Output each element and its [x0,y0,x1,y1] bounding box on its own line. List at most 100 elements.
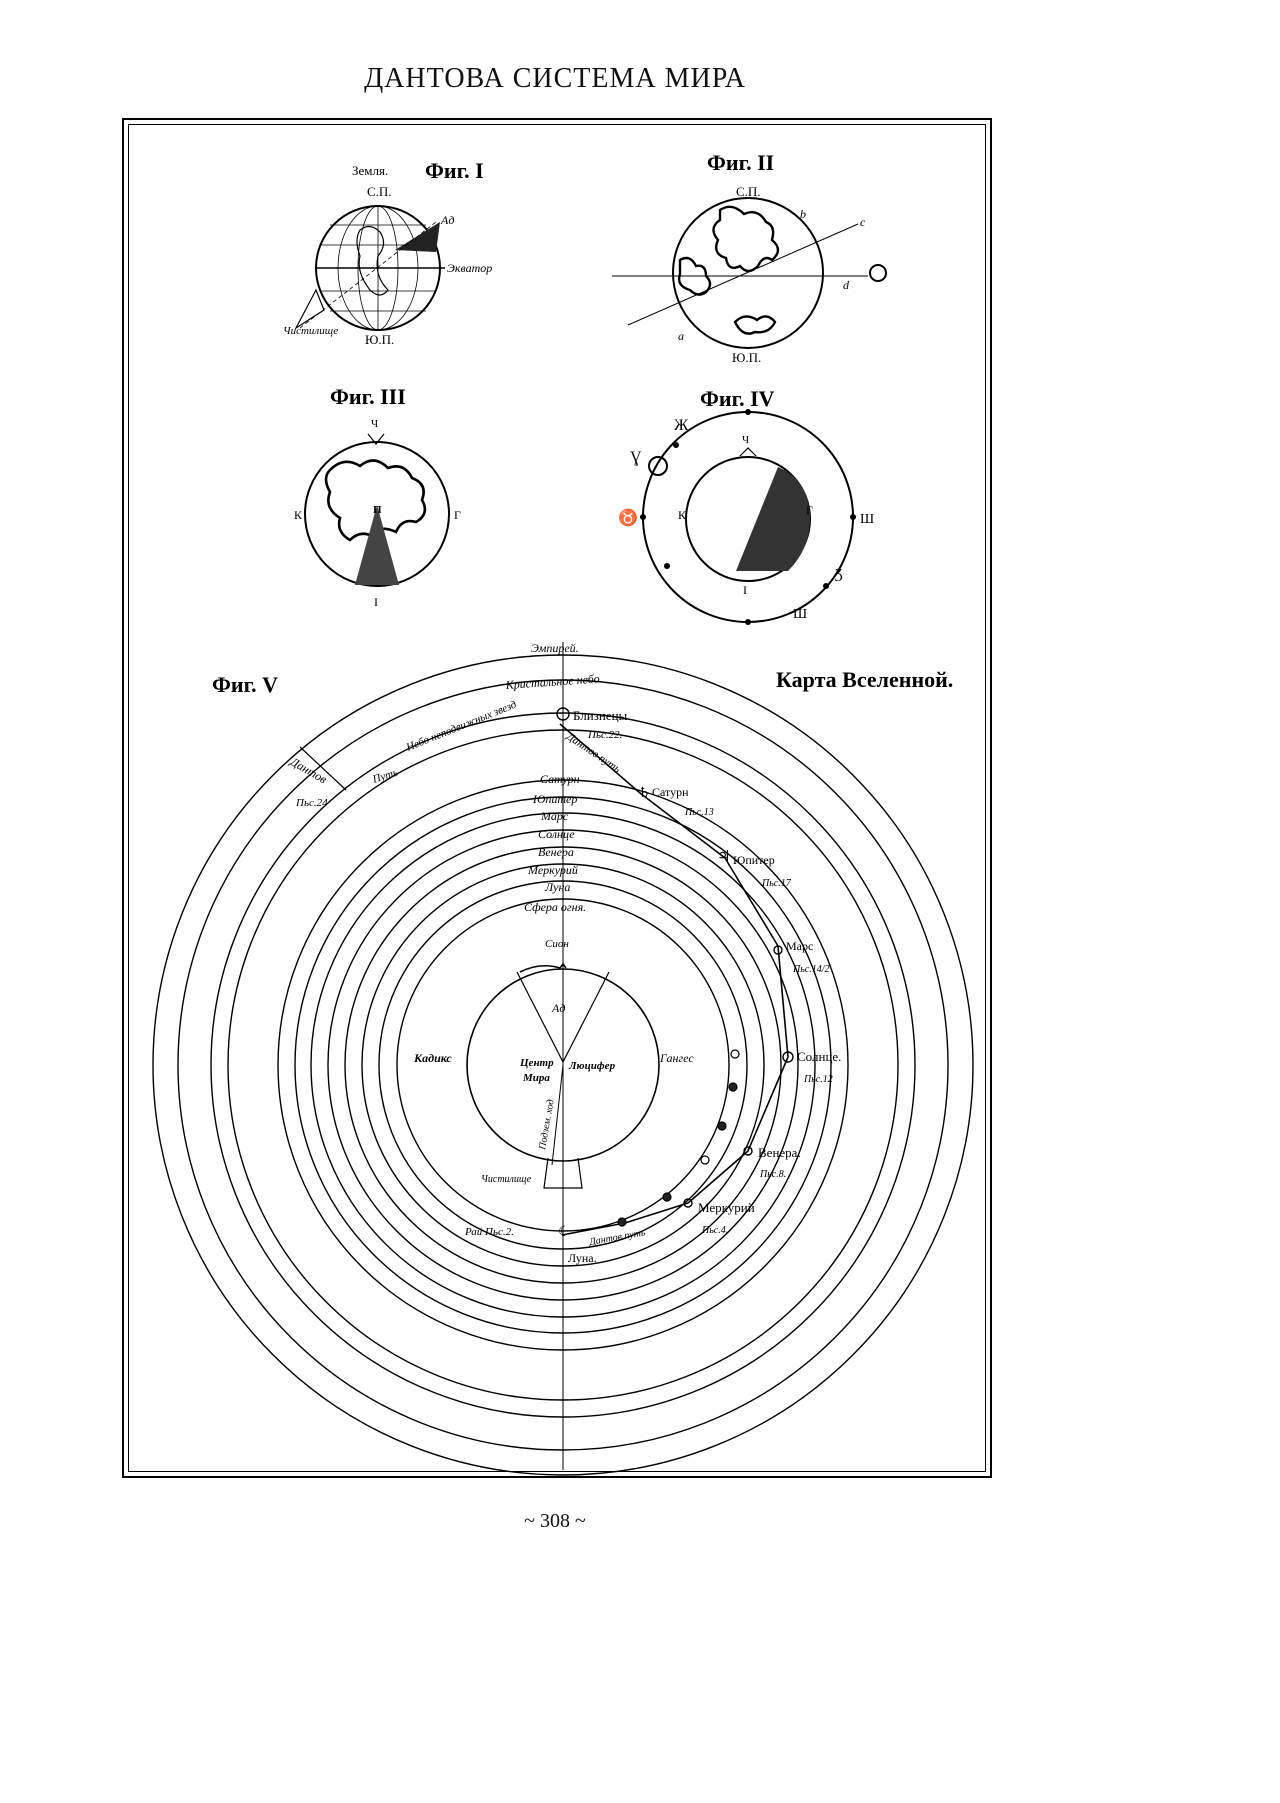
fig3-center-label: П [373,504,382,516]
fig4-zodiac-2: Ɣ [630,449,642,466]
sphere-crystalline [177,679,949,1451]
sphere-empyrean [152,654,974,1476]
fig4-zodiac-3: ♉ [618,508,638,527]
fig4-label: Фиг. IV [700,386,775,411]
fig5-crystal-sky: Кристальное небо. [504,671,603,692]
figure-5-map-of-universe: Фиг. V Карта Вселенной. Дантов Путь Пьс.… [152,641,974,1476]
fig4-zodiac-1: Ж [674,417,689,434]
fig2-point-b: b [800,207,806,221]
sphere-fire [396,898,730,1232]
fig4-zodiac-6: Ш [793,607,807,622]
fig5-center-2: Мира [522,1072,550,1084]
fig5-moon: Луна. [568,1251,597,1265]
dante-path-line [559,723,789,1236]
fig5-map-title: Карта Вселенной. [776,667,953,692]
fig2-south-label: Ю.П. [732,350,761,365]
fig3-bottom-label: I [374,595,378,609]
fig5-mars-ref: Пьс.14/2 [792,964,830,975]
hell-funnel [516,971,610,1064]
fig4-bottom-label: I [743,583,747,597]
fig2-sun-icon [869,264,887,282]
fig5-sphere-venus: Венера [538,845,574,859]
fig5-underground: Подзем. ход [537,1099,557,1152]
fig4-sun-icon [648,456,668,476]
fig5-purgatory: Чистилище [481,1174,532,1185]
fig3-globe [304,441,450,587]
fig1-purgatory-label: Чистилище [283,325,338,337]
earth-globe [466,968,660,1162]
fig1-north-label: С.П. [367,184,392,199]
fig5-sphere-mars: Марс [540,809,569,823]
fig5-jupiter: Юпитер [733,853,775,867]
venus-icon [743,1146,753,1156]
fig3-left-label: К [294,508,303,522]
fig1-equator-label: Экватор [447,261,492,275]
fig2-label: Фиг. II [707,150,774,175]
fig4-top-label: Ч [742,434,749,446]
fig5-mercury-ref: Пьс.4. [701,1225,728,1236]
fig5-sun: Солнце. [797,1049,841,1064]
mars-icon [773,945,783,955]
sphere-saturn [277,779,849,1351]
fig1-hell-label: Ад [440,213,454,227]
fig5-center-1: Центр [519,1057,554,1069]
fig2-north-label: С.П. [736,184,761,199]
fig3-label: Фиг. III [330,384,406,409]
fig5-paradise-ref: Рай Пьс.2. [464,1226,514,1238]
figure-3-earth: Фиг. III Ч П К Г I [294,384,461,609]
sphere-venus [344,846,782,1284]
fig5-label: Фиг. V [212,672,278,697]
fig2-globe [672,197,824,349]
sun-icon [782,1051,794,1063]
fig1-purgatory-mount [294,288,325,330]
fig3-hell-cone [355,505,399,585]
gemini-icon [556,707,570,721]
fig5-venus-ref: Пьс.8. [759,1169,786,1180]
page-number: ~ 308 ~ [524,1510,586,1532]
jupiter-symbol: ♃ [717,849,730,865]
fig5-sphere-mercury: Меркурий [527,863,578,877]
plate-frame-outer [122,118,992,1478]
fig1-label: Фиг. I [425,158,484,183]
fig5-mars: Марс [786,939,813,953]
purgatory-mount [543,1157,583,1189]
sphere-mercury [361,863,765,1267]
fig4-left-label: К [678,508,687,522]
sphere-mars [310,812,816,1318]
sphere-jupiter [294,796,832,1334]
mercury-icon [683,1198,693,1208]
fig5-venus: Венера. [758,1145,801,1160]
fig5-gemini-ref: Пьс.22. [587,729,622,741]
fig2-point-c: c [860,215,866,229]
figure-2-earth: Фиг. II С.П. b c d a Ю.П. [612,150,887,365]
sphere-outer-band [227,729,899,1401]
page-title: ДАНТОВА СИСТЕМА МИРА [364,63,746,94]
fig4-dark-hemisphere [736,467,810,571]
fig5-dante-path-bottom: Дантов путь [588,1227,647,1248]
figure-4-zodiac: Фиг. IV Ч К Г I Ж Ɣ ♉ Ш Ʒ Ш [618,386,874,625]
fig3-right-label: Г [454,508,461,522]
fig5-sun-ref: Пьс.12 [803,1074,833,1085]
fig5-mercury: Меркурий [698,1200,755,1215]
fig2-point-a: a [678,329,684,343]
fig1-caption: Земля. [352,163,388,178]
fig5-path-word: Путь [370,766,399,786]
sphere-fixed-stars [210,712,916,1418]
plate-frame-inner [128,124,986,1472]
sphere-moon [378,880,748,1250]
fig5-hell: Ад [551,1001,565,1015]
fig5-sion: Сион [545,938,569,950]
fig5-ganges: Гангес [659,1051,694,1065]
fig4-zodiac-4: Ш [860,512,874,527]
figure-1-earth: Земля. Фиг. I С.П. Ад Экватор Чистилище … [283,158,492,347]
fig5-sphere-fire: Сфера огня. [524,900,586,914]
fig5-dantov-label: Дантов [287,754,329,786]
saturn-symbol: ♄ [638,786,651,801]
dante-universe-plate: Земля. Фиг. I С.П. Ад Экватор Чистилище … [152,150,974,1476]
fig1-hell-cone [395,222,440,252]
fig5-sphere-saturn: Сатурн [540,772,580,786]
fig5-jupiter-ref: Пьс.17 [761,878,792,889]
fig4-zodiac-5: Ʒ [835,567,843,582]
fig5-sphere-moon: Луна [544,880,570,894]
fig2-point-d: d [843,278,850,292]
